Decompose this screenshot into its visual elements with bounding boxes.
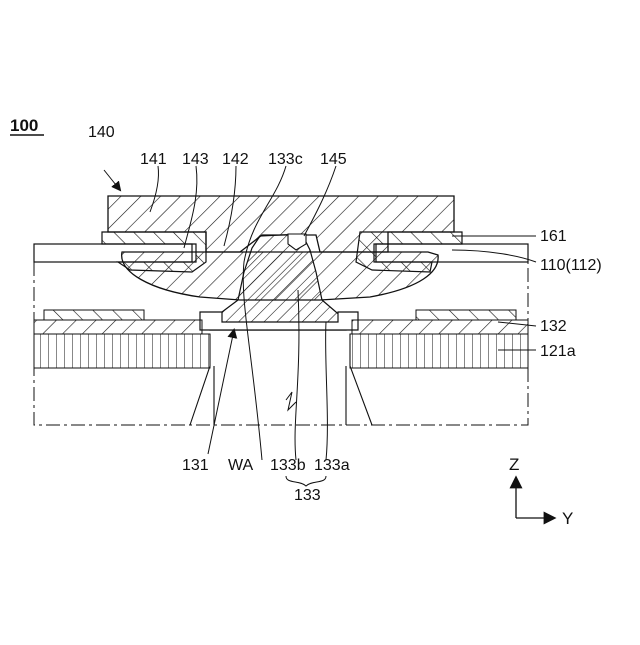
label-143: 143 [182,151,209,168]
layer-121a-left [34,334,210,368]
label-161: 161 [540,228,567,245]
label-133: 133 [294,487,321,504]
figure-number: 100 [10,116,44,135]
label-133b: 133b [270,457,306,474]
break-mark [286,392,296,410]
axis-indicator [516,478,554,518]
axis-z-label: Z [509,455,519,474]
label-141: 141 [140,151,167,168]
layer-121a-right [350,334,528,368]
label-133a: 133a [314,457,350,474]
layer-132-left [34,320,202,334]
brace-133 [286,476,326,486]
axis-y-label: Y [562,509,573,528]
label-121a: 121a [540,343,576,360]
label-145: 145 [320,151,347,168]
pad-left [44,310,144,320]
figure-number-text: 100 [10,116,38,135]
label-wa: WA [228,457,254,474]
label-142: 142 [222,151,249,168]
label-140: 140 [88,124,115,141]
label-133c: 133c [268,151,303,168]
label-131: 131 [182,457,209,474]
pad-right [416,310,516,320]
label-132: 132 [540,318,567,335]
label-110-112: 110(112) [540,257,602,274]
